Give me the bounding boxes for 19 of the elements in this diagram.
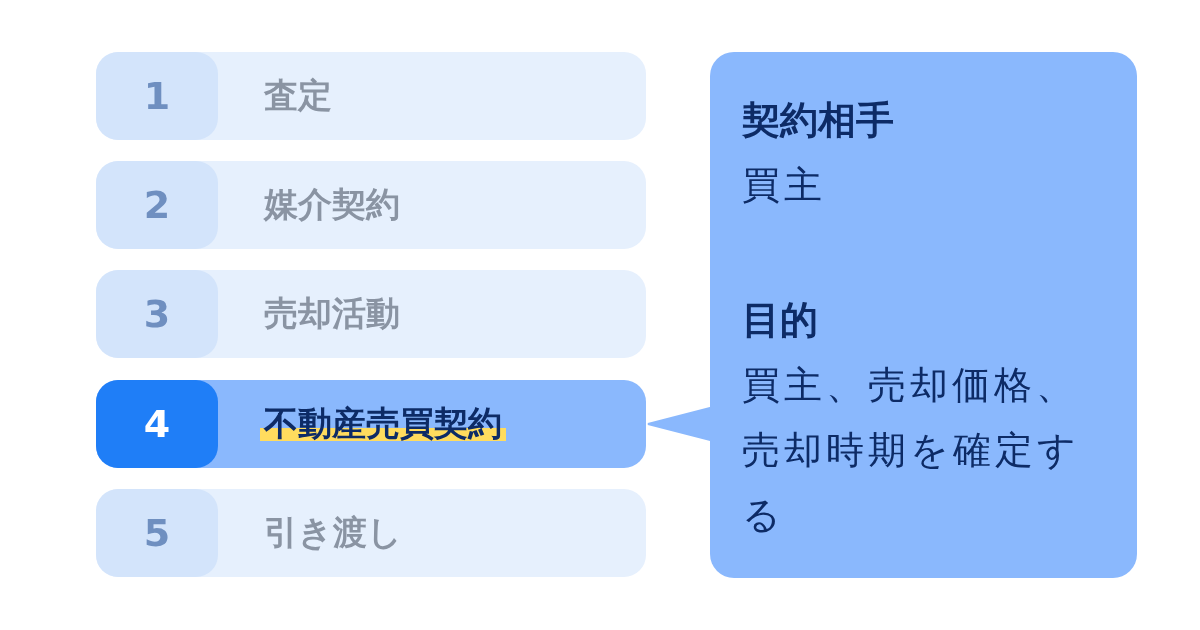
step-row	[96, 161, 646, 249]
step-number: 1	[96, 52, 218, 140]
step-row	[96, 489, 646, 577]
callout-panel	[710, 52, 1137, 578]
callout-text: 買主	[742, 162, 827, 209]
callout-heading: 契約相手	[742, 97, 895, 144]
step-label: 媒介契約	[264, 183, 400, 226]
step-number: 3	[96, 270, 218, 358]
step-row	[96, 52, 646, 140]
callout-text: 買主、売却価格、売却時期を確定する	[742, 362, 1081, 539]
step-number: 4	[96, 380, 218, 468]
step-label: 売却活動	[264, 292, 400, 335]
step-label: 引き渡し	[264, 511, 402, 554]
step-label: 査定	[264, 74, 332, 117]
callout-heading: 目的	[742, 297, 819, 344]
callout-pointer	[647, 406, 711, 442]
step-number: 2	[96, 161, 218, 249]
step-number: 5	[96, 489, 218, 577]
step-row	[96, 270, 646, 358]
